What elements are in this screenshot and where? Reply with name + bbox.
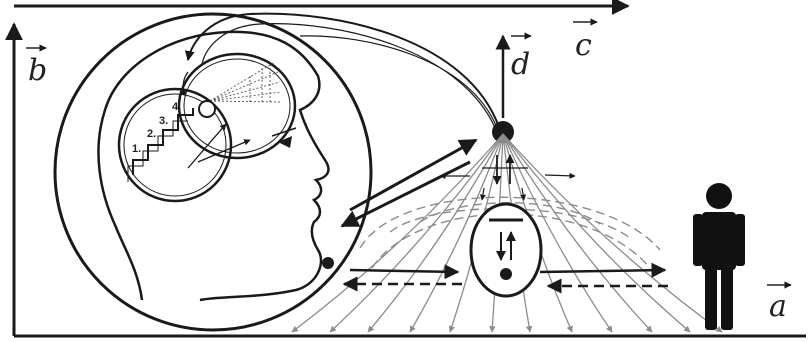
head-enclosure-circle bbox=[55, 14, 371, 330]
label-a: a bbox=[767, 285, 791, 324]
step-label-1: 1. bbox=[132, 143, 141, 155]
dotted-fan bbox=[210, 62, 281, 103]
label-b: b bbox=[26, 48, 47, 88]
ellipse-dot bbox=[500, 268, 512, 280]
brain-lobe-fan bbox=[179, 54, 295, 158]
person-head bbox=[706, 183, 732, 209]
label-d-text: d bbox=[511, 47, 530, 82]
person-figure bbox=[693, 183, 745, 330]
ray-line bbox=[292, 134, 503, 332]
label-c-text: c bbox=[575, 28, 592, 63]
junction-node bbox=[199, 101, 215, 117]
brain-inner-arrows bbox=[183, 72, 250, 168]
person-torso bbox=[702, 212, 736, 270]
mirror-ellipse bbox=[471, 204, 541, 296]
chin-dot bbox=[322, 257, 334, 269]
label-c: c bbox=[573, 22, 597, 63]
step-label-2: 2. bbox=[147, 128, 156, 140]
label-b-text: b bbox=[28, 53, 47, 88]
step-label-3: 3. bbox=[159, 115, 168, 127]
label-d: d bbox=[511, 36, 531, 82]
label-a-text: a bbox=[769, 289, 787, 324]
